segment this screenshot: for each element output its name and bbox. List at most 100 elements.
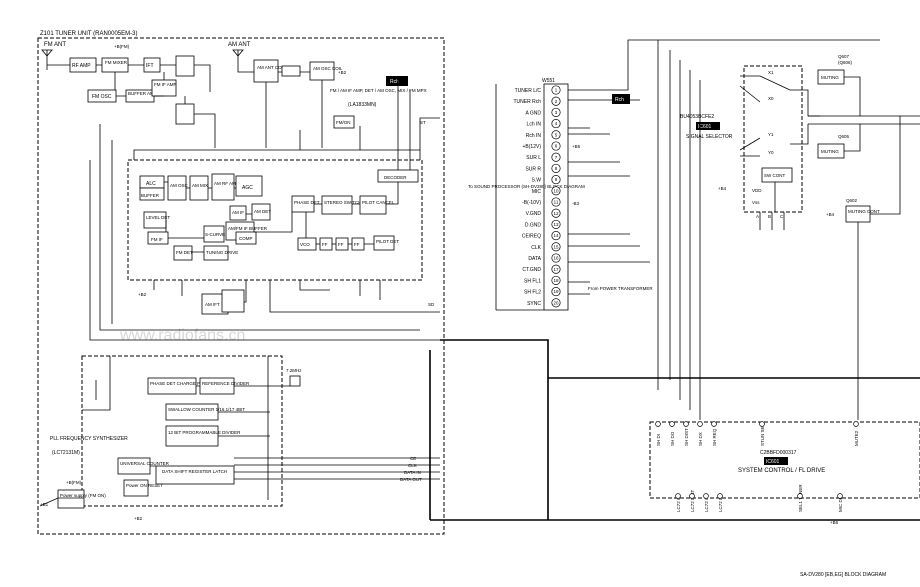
a-label: A [756,214,759,219]
am-antenna-icon [232,49,244,60]
signal-selector: BU4053BCFE2 IC601 SIGNAL SELECTOR X1 X0 … [657,40,820,420]
pilot-cancel-block [359,195,387,215]
connector-pin-label: CE/REQ [522,234,541,240]
power-on-reset-block [123,479,149,497]
connector-ref: W551 [542,78,555,84]
universal-counter-label: UNIVERSAL COUNTER [120,461,170,466]
fm-front-end-wires [47,64,216,148]
ceramic-filter-2 [175,103,195,125]
connector-pin-number: 20 [553,300,559,305]
rch-tag-connector [612,94,630,104]
comp-label: COMP [239,236,253,241]
programmable-divider-block [165,425,219,447]
system-control-pin-label: SH DIST [684,428,689,446]
system-control: C2BBFD000317 IC601 SYSTEM CONTROL / FL D… [429,339,920,525]
am-front-end-wires [237,60,323,148]
selector-part: BU4053BCFE2 [680,114,714,120]
fm-mixer-label: FM MIXER [105,60,128,65]
system-control-pin [689,493,695,499]
connector-pin-number: 1 [555,88,558,93]
connector-pin-label: SUR L [526,155,541,161]
level-det-label: LEVEL DET [146,215,170,220]
am-osc-coil-block [309,61,335,81]
connector-pin-number: 19 [553,289,559,294]
connector-pin-13 [551,219,561,229]
connector-pin-label: SH FL1 [524,278,541,284]
power-supply-block [57,489,85,509]
ceramic-filter-3 [221,289,245,313]
phase-det-charge-pump-label: PHASE DET CHARGE PUMP [150,381,210,386]
swallow-counter-label: SWALLOW COUNTER 1/16,1/17 4BIT [168,407,245,412]
am-rf-amp-label: AM RF AMP [214,181,239,186]
ce-line-label: CE [410,456,416,461]
connector-note: To SOUND PROCESSOR (SH-DV280) BLOCK DIAG… [468,184,585,189]
y0-label: Y0 [768,150,774,155]
connector-pin-18 [551,275,561,285]
fm-on-label: FM/ON [336,120,351,125]
ceramic-filter-1 [175,55,195,77]
system-control-name: SYSTEM CONTROL / FL DRIVE [738,468,825,474]
b5-label: +B5 [572,144,581,149]
connector-pin-label: V.GND [526,211,542,217]
am-osc-coil-label: AM OSC COIL [313,66,343,71]
am-det-block [251,203,271,221]
am-ant-coil-label: AM ANT COIL [257,65,286,70]
x0-label: X0 [768,96,774,101]
pilot-cancel-label: PILOT CANCEL [362,200,395,205]
system-control-ref-tag [764,457,788,465]
am-osc-block [167,175,187,201]
connector-pin-label: +B(12V) [523,144,542,150]
pilot-det-label: PILOT DET [376,239,399,244]
alc-label: ALC [146,181,156,187]
programmable-divider-label: 12 BIT PROGRAMMABLE DIVIDER [168,430,241,435]
la1833-ic-outline [127,159,423,281]
watermark: www.radiofans.cn [119,327,245,344]
data-shift-register-block [155,465,235,485]
connector-pin-label: SH FL2 [524,290,541,296]
rch-tag-tuner [386,76,408,86]
system-control-ref: IC601 [766,459,780,465]
connector-pin-number: 7 [555,155,558,160]
connector-pin-label: CT.GND [522,267,541,273]
connector-pin-7 [551,152,561,162]
b2-pll-label: +B2 [134,516,143,521]
connector-w551: W551 To SOUND PROCESSOR (SH-DV280) BLOCK… [468,39,880,311]
connector-pin-number: 5 [555,132,558,137]
selector-ref: IC601 [698,124,712,130]
connector-pin-number: 11 [554,200,559,205]
q605-label: Q605 [838,134,850,139]
tuner-to-system-bus [429,339,549,521]
tuning-drive-label: TUNING DRIVE [206,250,238,255]
system-control-pin [797,493,803,499]
muting-label-1: MUTING [821,75,839,80]
selector-ref-tag [696,122,720,130]
y1-label: Y1 [768,132,774,137]
selector-b4: +B4 [718,186,727,191]
b6-label: +B6 [830,520,839,525]
connector-pin-number: 9 [555,177,558,182]
b-label: B [768,214,771,219]
selector-wires [657,40,820,420]
tuner-ic-wires [133,80,440,313]
stereo-switch-label: STEREO SWITCH [324,200,362,205]
fm-det-block [173,245,193,261]
system-control-pin-label: SH DO [670,431,675,446]
fm-osc-label: FM OSC [92,94,112,100]
fm-det-label: FM DET [176,250,193,255]
connector-pin-number: 18 [553,278,559,283]
connector-pin-number: 10 [553,188,559,193]
am-rf-amp-block [211,173,235,201]
ic-part: (LA1833MN) [348,102,377,108]
connector-pin-number: 13 [553,222,559,227]
agc-block [235,175,263,197]
connector-pin-9 [551,175,561,185]
connector-pin-17 [551,264,561,274]
ic-desc: FM / AM IF AMP, DET / AM OSC, MIX / FM M… [330,88,427,93]
vss-label: Vss [752,200,760,205]
system-control-pin-label: MIC DET [838,493,843,512]
q607-part: (Q606) [838,60,853,65]
system-control-pin [837,493,843,499]
tuning-drive-block [203,245,229,261]
connector-pin-10 [551,186,561,196]
stereo-switch-block [321,195,353,215]
